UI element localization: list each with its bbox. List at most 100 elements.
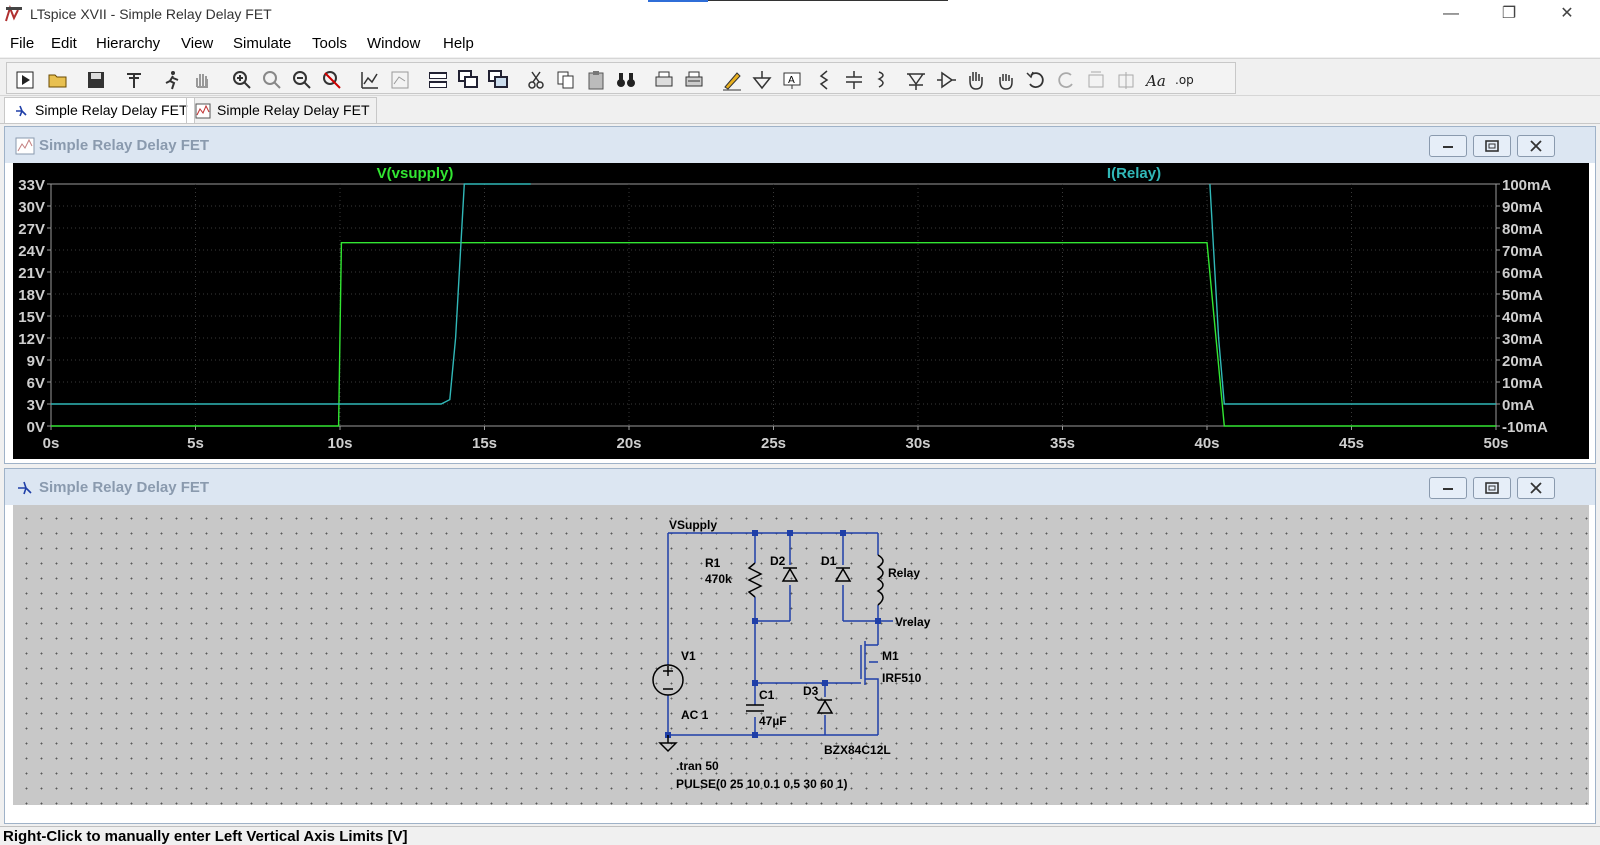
close-button[interactable]: ✕ [1560, 5, 1574, 22]
schem-minimize-button[interactable] [1429, 477, 1467, 499]
y-left-tick-label: 12V [18, 331, 45, 348]
relay-ref: Relay [888, 566, 920, 580]
menu-tools[interactable]: Tools [312, 35, 348, 52]
y-left-tick-label: 21V [18, 265, 45, 282]
menu-help[interactable]: Help [443, 35, 474, 52]
redo-icon[interactable] [1053, 67, 1079, 93]
find-binoculars-icon[interactable] [613, 67, 639, 93]
menu-view[interactable]: View [181, 35, 214, 52]
control-panel-icon[interactable] [121, 67, 147, 93]
paste-icon[interactable] [583, 67, 609, 93]
pan-zoom-icon[interactable] [259, 67, 285, 93]
tile-horizontal-icon[interactable] [425, 67, 451, 93]
schematic-window-title: Simple Relay Delay FET [39, 479, 210, 496]
draw-wire-pencil-icon[interactable] [719, 67, 745, 93]
undo-icon[interactable] [1023, 67, 1049, 93]
autorange-icon[interactable] [357, 67, 383, 93]
mirror-icon[interactable] [1113, 67, 1139, 93]
waveform-icon [195, 103, 211, 119]
y-left-tick-label: 0V [27, 419, 45, 436]
move-hand-icon[interactable] [963, 67, 989, 93]
schematic-drawing[interactable]: VSupply R1 470k D2 D1 Relay Vrelay M1 IR… [13, 505, 1589, 805]
plot-close-button[interactable] [1517, 135, 1555, 157]
schematic-window: Simple Relay Delay FET [4, 468, 1596, 824]
spice-directive-pulse[interactable]: PULSE(0 25 10 0.1 0.5 30 60 1) [676, 777, 847, 791]
spice-directive-tran[interactable]: .tran 50 [676, 759, 719, 773]
menu-file[interactable]: File [10, 35, 35, 52]
menu-hierarchy[interactable]: Hierarchy [96, 35, 161, 52]
trace-label-relay: I(Relay) [1107, 165, 1161, 182]
cut-icon[interactable] [523, 67, 549, 93]
y-left-tick-label: 24V [18, 243, 45, 260]
spice-directive-icon[interactable]: .op [1173, 67, 1199, 93]
r1-ref: R1 [705, 556, 721, 570]
menu-edit[interactable]: Edit [51, 35, 77, 52]
schem-maximize-button[interactable] [1473, 477, 1511, 499]
series-line-vsupply [51, 241, 1496, 427]
y-right-tick-label: 40mA [1502, 309, 1543, 326]
diode-icon[interactable] [903, 67, 929, 93]
y-left-tick-label: 18V [18, 287, 45, 304]
print-icon[interactable] [651, 67, 677, 93]
x-tick-label: 15s [472, 435, 497, 452]
x-tick-label: 0s [43, 435, 60, 452]
zoom-out-icon[interactable] [289, 67, 315, 93]
y-right-tick-label: 20mA [1502, 353, 1543, 370]
rotate-icon[interactable] [1083, 67, 1109, 93]
waveform-window-titlebar: Simple Relay Delay FET [5, 127, 1595, 163]
y-right-tick-label: 70mA [1502, 243, 1543, 260]
y-left-tick-label: 6V [27, 375, 45, 392]
schematic-window-icon [18, 481, 32, 495]
schematic-icon [16, 105, 27, 117]
schem-close-button[interactable] [1517, 477, 1555, 499]
plot-minimize-button[interactable] [1429, 135, 1467, 157]
x-tick-label: 45s [1339, 435, 1364, 452]
tab-waveform[interactable]: Simple Relay Delay FET [186, 97, 377, 123]
y-left-tick-label: 15V [18, 309, 45, 326]
plot-settings-icon[interactable] [387, 67, 413, 93]
text-icon[interactable]: Aa [1143, 67, 1169, 93]
menu-simulate[interactable]: Simulate [233, 35, 292, 52]
y-right-tick-label: 90mA [1502, 199, 1543, 216]
ground-icon[interactable] [749, 67, 775, 93]
halt-hand-icon[interactable] [189, 67, 215, 93]
print-setup-icon[interactable] [681, 67, 707, 93]
resistor-icon[interactable] [811, 67, 837, 93]
y-right-tick-label: 10mA [1502, 375, 1543, 392]
component-bodies [652, 554, 884, 753]
x-tick-label: 35s [1050, 435, 1075, 452]
drag-hand-icon[interactable] [993, 67, 1019, 93]
minimize-button[interactable]: — [1443, 5, 1459, 22]
cascade-icon[interactable] [455, 67, 481, 93]
run-icon[interactable] [13, 67, 39, 93]
plot-maximize-button[interactable] [1473, 135, 1511, 157]
window-title: LTspice XVII - Simple Relay Delay FET [30, 6, 272, 22]
save-icon[interactable] [83, 67, 109, 93]
restore-button[interactable]: ❐ [1501, 5, 1517, 22]
y-right-tick-label: 100mA [1502, 177, 1551, 194]
zoom-in-icon[interactable] [229, 67, 255, 93]
tile-vertical-icon[interactable] [485, 67, 511, 93]
label-net-icon[interactable]: A [779, 67, 805, 93]
d3-ref: D3 [803, 684, 819, 698]
y-left-tick-label: 9V [27, 353, 45, 370]
toolbar-group: A Aa .op [6, 62, 1236, 94]
inductor-icon[interactable] [869, 67, 895, 93]
svg-text:.op: .op [1175, 73, 1194, 87]
copy-icon[interactable] [553, 67, 579, 93]
m1-model: IRF510 [882, 671, 922, 685]
zoom-fit-icon[interactable] [319, 67, 345, 93]
component-icon[interactable] [933, 67, 959, 93]
schematic-canvas[interactable]: VSupply R1 470k D2 D1 Relay Vrelay M1 IR… [13, 505, 1589, 805]
v1-value: AC 1 [681, 708, 709, 722]
menu-window[interactable]: Window [367, 35, 421, 52]
r1-value: 470k [705, 572, 732, 586]
capacitor-icon[interactable] [841, 67, 867, 93]
tab-schematic[interactable]: Simple Relay Delay FET [4, 97, 195, 123]
y-right-tick-label: 30mA [1502, 331, 1543, 348]
open-folder-icon[interactable] [45, 67, 71, 93]
run-simulation-icon[interactable] [159, 67, 185, 93]
